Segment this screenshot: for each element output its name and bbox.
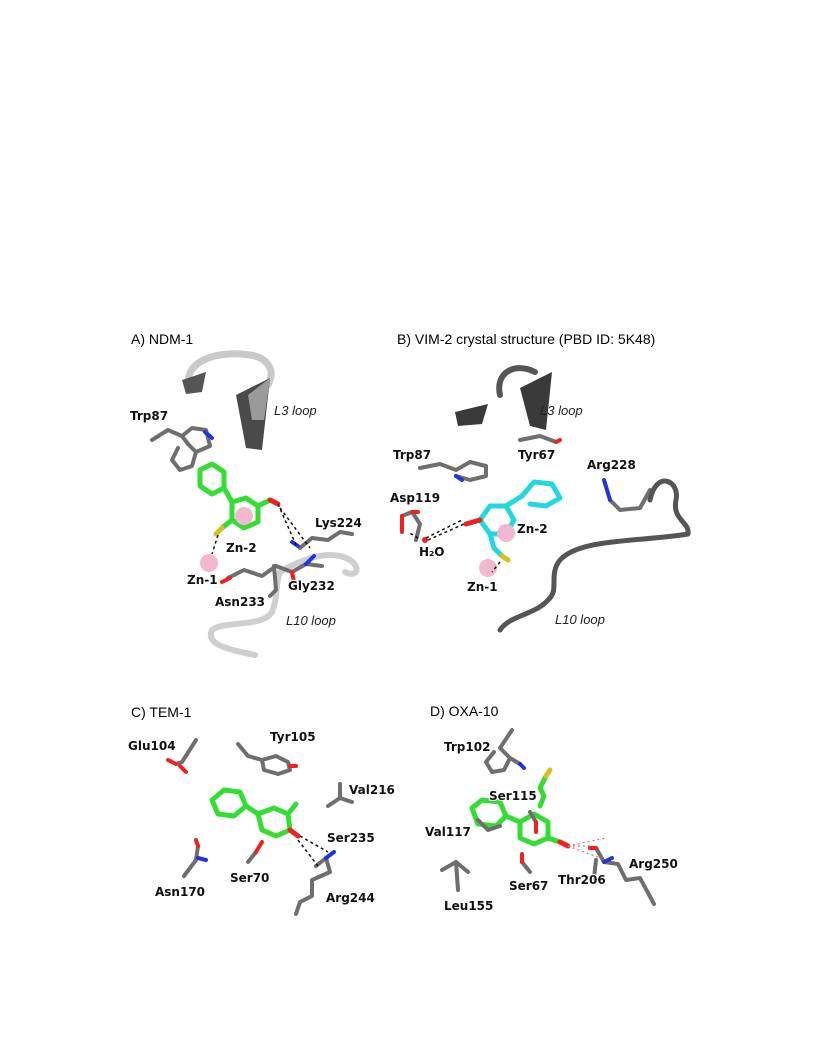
panel-c-structure: Glu104 Tyr105 Val216 Ser235 Asn170 Ser70…: [127, 729, 396, 916]
panel-a-title: A) NDM-1: [131, 331, 194, 347]
oxa10-trp102-residue: [484, 728, 526, 774]
vim2-label-h2o: H₂O: [419, 545, 445, 559]
panel-c-title: C) TEM-1: [131, 704, 192, 720]
vim2-l10-ribbon: [497, 478, 691, 633]
ndm1-label-gly232: Gly232: [288, 579, 335, 593]
oxa10-hbonds: [567, 837, 607, 859]
ndm1-label-asn233: Asn233: [215, 595, 265, 609]
ndm1-trp87-residue: [150, 426, 214, 472]
tem1-tyr105-residue: [236, 742, 298, 776]
oxa10-label-trp102: Trp102: [444, 740, 490, 754]
ndm1-label-l10-loop: L10 loop: [286, 613, 336, 628]
tem1-label-tyr105: Tyr105: [270, 730, 316, 744]
tem1-label-glu104: Glu104: [128, 739, 176, 753]
ndm1-zinc-2: [235, 507, 253, 525]
tem1-label-asn170: Asn170: [155, 885, 205, 899]
ndm1-label-lys224: Lys224: [315, 516, 362, 530]
tem1-val216-residue: [326, 782, 354, 808]
panel-b-structure: L3 loop Trp87 Tyr67 Arg228 Asp119 Zn-2 H…: [389, 365, 691, 633]
tem1-label-ser235: Ser235: [327, 831, 375, 845]
tem1-ser235-arg244-residues: [294, 850, 336, 916]
oxa10-label-arg250: Arg250: [629, 857, 678, 871]
vim2-label-l3-loop: L3 loop: [540, 403, 583, 418]
vim2-trp87-residue: [418, 460, 488, 482]
vim2-l3-ribbon: [496, 365, 538, 398]
ndm1-label-trp87: Trp87: [130, 409, 168, 423]
ndm1-lys224-residue: [290, 530, 354, 550]
ndm1-label-zn2: Zn-2: [226, 541, 257, 555]
panel-a-structure: Trp87 L3 loop Lys224 Zn-2 Zn-1 Gly232 As…: [129, 350, 363, 658]
oxa10-ligand: [469, 767, 571, 849]
ndm1-l10-ribbon: [207, 552, 360, 658]
oxa10-label-ser67: Ser67: [509, 879, 548, 893]
vim2-zinc-2: [497, 524, 515, 542]
vim2-label-trp87: Trp87: [393, 448, 431, 462]
vim2-asp119-residue: [400, 510, 422, 542]
vim2-label-zn1: Zn-1: [467, 580, 498, 594]
tem1-asn170-residue: [182, 838, 208, 878]
oxa10-arg250-thr206-residues: [588, 846, 656, 906]
vim2-label-zn2: Zn-2: [517, 522, 548, 536]
vim2-label-l10-loop: L10 loop: [555, 612, 605, 627]
vim2-arg228-residue: [602, 478, 652, 512]
oxa10-label-thr206: Thr206: [558, 873, 606, 887]
vim2-label-arg228: Arg228: [587, 458, 636, 472]
vim2-tyr67-residue: [518, 434, 562, 444]
oxa10-val117-residue: [476, 818, 502, 832]
oxa10-label-ser115: Ser115: [489, 789, 537, 803]
panel-b-title: B) VIM-2 crystal structure (PBD ID: 5K48…: [397, 331, 656, 347]
panel-d-structure: Trp102 Ser115 Val117 Arg250 Ser67 Thr206…: [424, 728, 679, 914]
tem1-hbonds: [297, 835, 329, 867]
tem1-label-ser70: Ser70: [230, 871, 269, 885]
vim2-zinc-1: [479, 559, 497, 577]
vim2-label-asp119: Asp119: [390, 491, 440, 505]
tem1-glu104-residue: [166, 738, 198, 774]
ndm1-l3-ribbon: [184, 350, 275, 394]
tem1-ligand: [209, 787, 301, 839]
panel-d-title: D) OXA-10: [430, 703, 499, 719]
vim2-ligand: [463, 479, 563, 563]
tem1-ser70-residue: [246, 840, 264, 864]
tem1-label-val216: Val216: [349, 783, 395, 797]
oxa10-leu155-residue: [440, 860, 470, 892]
tem1-label-arg244: Arg244: [326, 891, 375, 905]
oxa10-ser115-residue: [528, 810, 538, 834]
vim2-hbonds: [407, 519, 501, 573]
ndm1-label-l3-loop: L3 loop: [274, 403, 317, 418]
ndm1-hbonds: [211, 503, 311, 555]
ndm1-ligand: [197, 461, 281, 537]
oxa10-label-val117: Val117: [425, 825, 471, 839]
ndm1-zinc-1: [200, 554, 218, 572]
ndm1-label-zn1: Zn-1: [187, 573, 218, 587]
vim2-label-tyr67: Tyr67: [518, 448, 555, 462]
oxa10-ser67-residue: [520, 852, 532, 874]
vim2-l3-sheet: [520, 372, 552, 430]
ndm1-asn233-gly232-residues: [220, 554, 324, 598]
oxa10-label-leu155: Leu155: [444, 899, 493, 913]
